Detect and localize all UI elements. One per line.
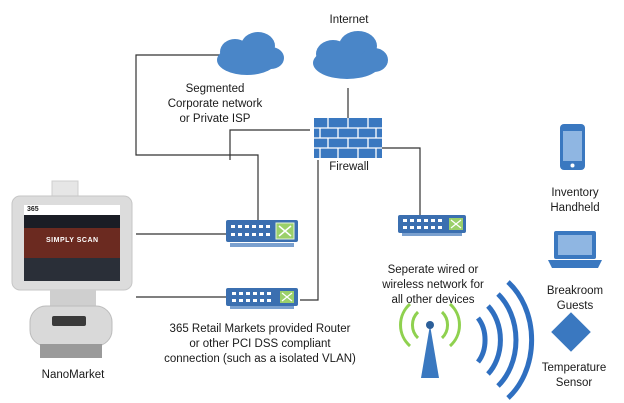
router-line-1: 365 Retail Markets provided Router [169, 323, 351, 335]
inventory-line-2: Handheld [550, 202, 600, 214]
kiosk-brand: 365 [27, 206, 39, 213]
breakroom-label: Breakroom Guests [540, 284, 610, 314]
pci-switch-icon [226, 288, 298, 309]
separate-line-3: all other devices [391, 294, 475, 306]
firewall-label: Firewall [329, 161, 369, 173]
laptop-icon [548, 231, 602, 268]
internet-cloud-icon [313, 31, 388, 79]
temperature-line-2: Sensor [555, 377, 593, 389]
line-corporate-to-router [135, 54, 259, 220]
firewall-icon [314, 118, 382, 158]
router-switch-icon [226, 220, 298, 247]
temperature-label: Temperature Sensor [536, 361, 612, 391]
connection-lines [135, 54, 421, 301]
inventory-line-1: Inventory [551, 187, 599, 199]
router-line-3: connection (such as a isolated VLAN) [164, 353, 356, 365]
line-firewall-to-lower-switch [300, 160, 319, 301]
inventory-label: Inventory Handheld [540, 186, 610, 216]
router-line-2: or other PCI DSS compliant [189, 338, 331, 350]
segmented-line-1: Segmented [185, 83, 245, 95]
temperature-sensor-icon [551, 312, 591, 352]
segmented-line-2: Corporate network [167, 98, 263, 110]
segmented-network-label: Segmented Corporate network or Private I… [150, 82, 280, 127]
wireless-waves-icon [475, 280, 535, 400]
line-firewall-left [229, 129, 310, 160]
corporate-cloud-icon [217, 32, 284, 75]
breakroom-line-1: Breakroom [546, 285, 604, 297]
wifi-tower-icon [399, 302, 461, 378]
line-firewall-to-separate-switch [380, 147, 421, 215]
separate-line-2: wireless network for [382, 279, 484, 291]
handheld-icon [560, 124, 585, 170]
separate-network-switch-icon [398, 215, 466, 236]
internet-label: Internet [329, 14, 369, 26]
kiosk-icon [11, 180, 133, 358]
nanomarket-label: NanoMarket [41, 369, 105, 381]
kiosk-headline: SIMPLY SCAN [46, 237, 99, 244]
breakroom-line-2: Guests [556, 300, 594, 312]
separate-line-1: Seperate wired or [387, 264, 479, 276]
temperature-line-1: Temperature [541, 362, 607, 374]
router-label: 365 Retail Markets provided Router or ot… [155, 322, 365, 367]
segmented-line-3: or Private ISP [179, 113, 251, 125]
separate-network-label: Seperate wired or wireless network for a… [370, 263, 496, 308]
